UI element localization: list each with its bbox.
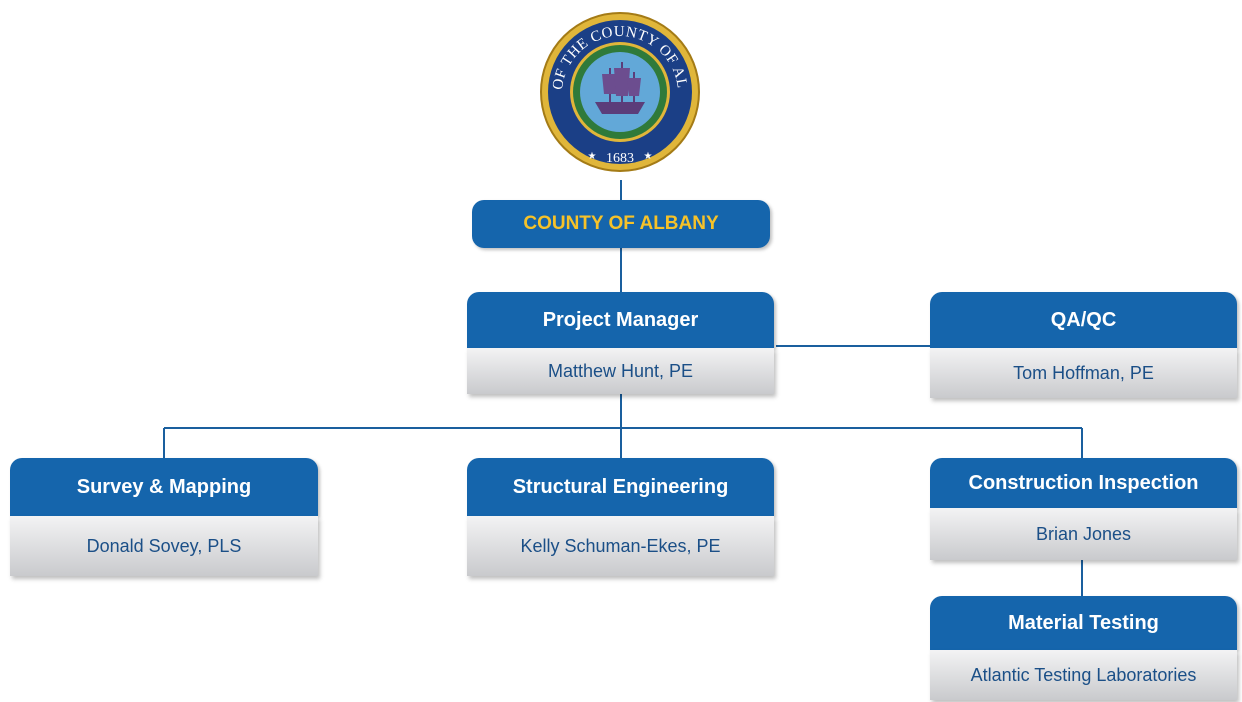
structural-engineering-box: Structural Engineering Kelly Schuman-Eke… xyxy=(467,458,774,576)
node-name: Brian Jones xyxy=(930,508,1237,560)
seal-year: 1683 xyxy=(606,151,634,166)
county-seal: SEAL OF THE COUNTY OF ALBANY 1683 ★ ★ xyxy=(540,2,700,172)
survey-mapping-box: Survey & Mapping Donald Sovey, PLS xyxy=(10,458,318,576)
county-box: COUNTY OF ALBANY xyxy=(472,200,770,248)
node-name: Kelly Schuman-Ekes, PE xyxy=(467,516,774,576)
node-title: Material Testing xyxy=(930,596,1237,650)
star-icon: ★ xyxy=(588,151,597,162)
node-name: Atlantic Testing Laboratories xyxy=(930,650,1237,700)
node-title: QA/QC xyxy=(930,292,1237,348)
node-title: Project Manager xyxy=(467,292,774,348)
ship-icon xyxy=(595,62,645,114)
node-title: Survey & Mapping xyxy=(10,458,318,516)
construction-inspection-box: Construction Inspection Brian Jones xyxy=(930,458,1237,560)
node-title: Construction Inspection xyxy=(930,458,1237,508)
material-testing-box: Material Testing Atlantic Testing Labora… xyxy=(930,596,1237,700)
node-name: Matthew Hunt, PE xyxy=(467,348,774,394)
star-icon: ★ xyxy=(644,151,653,162)
project-manager-box: Project Manager Matthew Hunt, PE xyxy=(467,292,774,394)
node-title: Structural Engineering xyxy=(467,458,774,516)
qa-qc-box: QA/QC Tom Hoffman, PE xyxy=(930,292,1237,398)
node-name: Donald Sovey, PLS xyxy=(10,516,318,576)
node-name: Tom Hoffman, PE xyxy=(930,348,1237,398)
